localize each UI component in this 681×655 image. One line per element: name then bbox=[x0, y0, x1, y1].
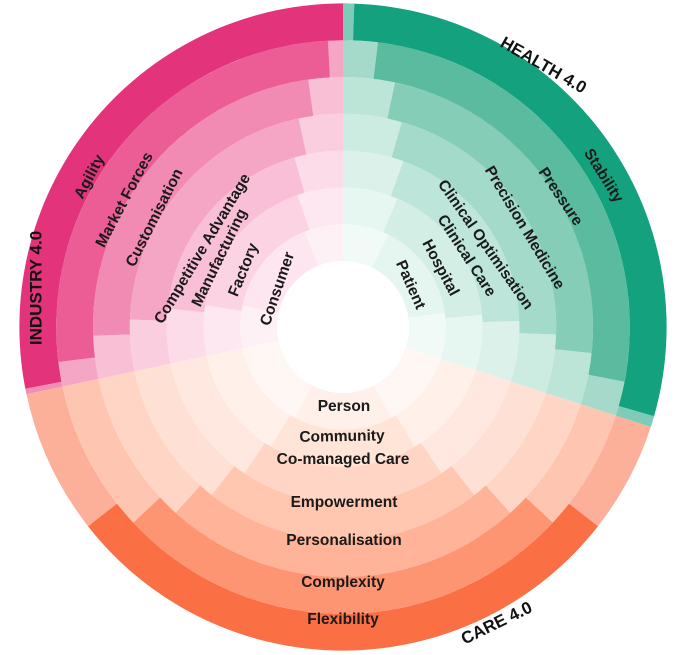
care-ring-label-4: Empowerment bbox=[291, 494, 398, 511]
health-ring-7-flank-b bbox=[615, 406, 655, 427]
health-ring-6-band bbox=[373, 42, 630, 382]
care-ring-4-flank-b bbox=[134, 363, 235, 496]
health-ring-6-flank-a bbox=[343, 40, 378, 79]
health-ring-5-band bbox=[387, 82, 593, 354]
care-ring-2-flank-a bbox=[395, 358, 476, 447]
care-ring-label-3: Co-managed Care bbox=[277, 451, 410, 468]
industry-ring-5-flank-b bbox=[308, 77, 343, 116]
care-ring-label-1: Person bbox=[318, 398, 371, 415]
health-ring-4-band bbox=[391, 122, 557, 335]
industry-ring-4-band bbox=[129, 118, 307, 321]
industry-ring-6-flank-a bbox=[58, 357, 99, 387]
industry-ring-2-flank-b bbox=[297, 187, 343, 230]
industry-ring-2-band bbox=[205, 195, 310, 311]
health-ring-3-band bbox=[390, 161, 520, 323]
industry-ring-5-flank-a bbox=[93, 334, 135, 379]
industry-ring-2-flank-a bbox=[203, 305, 243, 357]
care-ring-label-5: Personalisation bbox=[286, 532, 401, 549]
industry-ring-6-band bbox=[56, 40, 330, 362]
wheel-segments bbox=[19, 3, 667, 651]
industry-ring-7-band bbox=[19, 3, 349, 389]
health-ring-7-band bbox=[353, 3, 667, 417]
care-ring-4-band bbox=[211, 466, 475, 541]
health-ring-1-band bbox=[371, 234, 445, 318]
health-ring-3-flank-a bbox=[343, 150, 404, 196]
industry-ring-7-flank-a bbox=[25, 381, 63, 395]
care-ring-1-band bbox=[294, 385, 392, 430]
health-ring-1-flank-a bbox=[343, 224, 389, 268]
industry-ring-3-flank-a bbox=[166, 308, 207, 364]
care-ring-5-flank-b bbox=[98, 371, 201, 513]
industry-ring-3-flank-b bbox=[294, 150, 343, 193]
health-ring-3-flank-b bbox=[475, 320, 520, 382]
care-ring-label-6: Complexity bbox=[301, 574, 385, 591]
care-ring-6-band bbox=[133, 497, 553, 614]
health-ring-2-band bbox=[383, 198, 483, 319]
care-ring-7-band bbox=[87, 503, 599, 651]
industry-ring-4-flank-b bbox=[298, 113, 343, 155]
care-ring-5-flank-a bbox=[485, 392, 581, 513]
care-ring-label-2: Community bbox=[299, 427, 385, 445]
industry-ring-3-band bbox=[167, 157, 305, 313]
wheel-center bbox=[277, 261, 409, 393]
health-ring-2-flank-a bbox=[343, 187, 398, 233]
industry-ring-4-flank-a bbox=[129, 319, 171, 372]
care-ring-6-flank-b bbox=[62, 378, 161, 523]
health-ring-4-flank-a bbox=[343, 113, 402, 158]
health-ring-6-flank-b bbox=[580, 374, 625, 416]
care-ring-3-flank-a bbox=[421, 370, 511, 474]
health-ring-2-flank-b bbox=[440, 314, 483, 371]
care-ring-label-7: Flexibility bbox=[307, 611, 379, 628]
care-ring-2-band bbox=[271, 415, 415, 467]
care-ring-4-flank-a bbox=[451, 381, 546, 496]
industry-ring-1-flank-a bbox=[240, 305, 279, 349]
industry-ring-5-band bbox=[93, 79, 314, 336]
health-ring-5-flank-b bbox=[545, 349, 592, 405]
health-ring-1-flank-b bbox=[405, 312, 446, 359]
care-ring-1-flank-a bbox=[373, 347, 441, 418]
care-ring-3-band bbox=[244, 442, 442, 504]
health-ring-4-flank-b bbox=[510, 333, 557, 393]
health-ring-5-flank-a bbox=[343, 77, 395, 119]
care-ring-6-flank-a bbox=[525, 404, 616, 523]
care-ring-7-flank-a bbox=[569, 415, 651, 527]
care-ring-3-flank-b bbox=[170, 356, 265, 474]
industry-ring-6-flank-b bbox=[327, 40, 343, 78]
care-ring-1-flank-b bbox=[242, 340, 313, 418]
industry-ring-1-flank-b bbox=[304, 224, 343, 266]
industry-title: INDUSTRY 4.0 bbox=[26, 231, 45, 345]
care-ring-7-flank-b bbox=[26, 386, 117, 527]
care-ring-5-band bbox=[175, 485, 511, 577]
care-ring-2-flank-b bbox=[206, 348, 291, 447]
health-ring-7-flank-a bbox=[343, 3, 355, 41]
industry-ring-1-band bbox=[242, 231, 319, 314]
